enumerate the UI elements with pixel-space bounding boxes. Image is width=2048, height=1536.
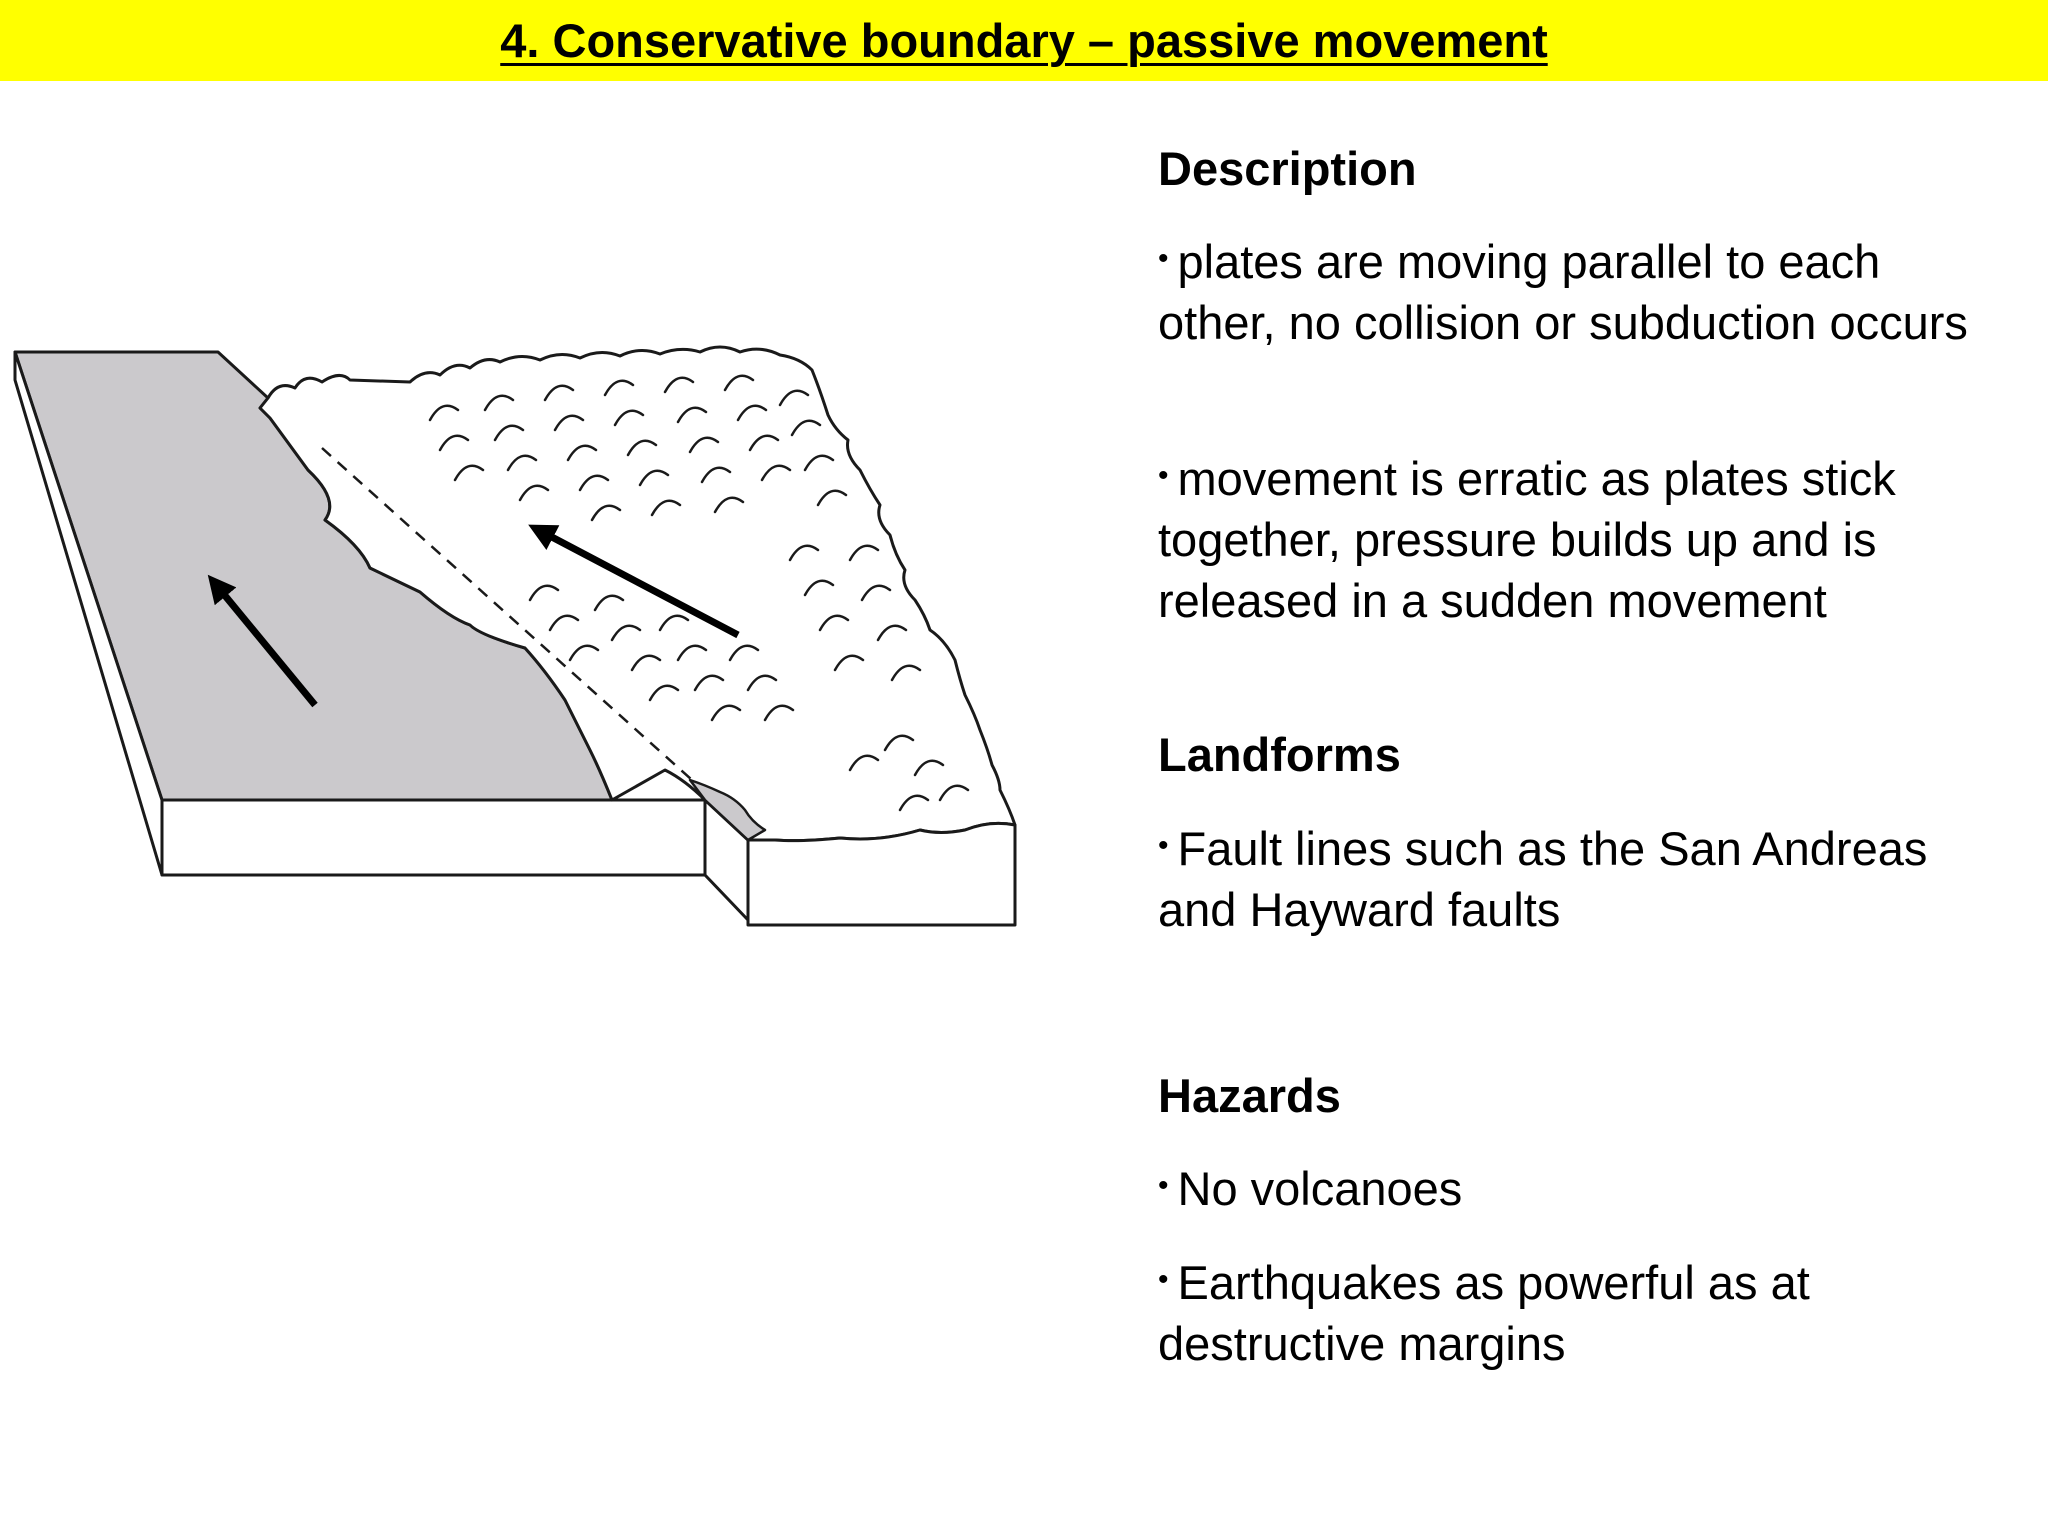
right-plate-cut-notch — [688, 778, 767, 842]
landforms-bullet-1: •Fault lines such as the San Andreas and… — [1158, 815, 1998, 940]
description-bullet-1-text: plates are moving parallel to each other… — [1158, 235, 1968, 349]
right-plate — [258, 345, 1017, 927]
landforms-bullet-1-text: Fault lines such as the San Andreas and … — [1158, 822, 1928, 936]
description-heading: Description — [1158, 142, 1417, 195]
page-title: 4. Conservative boundary – passive movem… — [500, 14, 1548, 67]
left-plate-front — [160, 798, 707, 877]
right-plate-front — [746, 821, 1017, 927]
hazards-bullet-1-text: No volcanoes — [1177, 1162, 1463, 1215]
hazards-bullet-1: •No volcanoes — [1158, 1155, 1998, 1219]
bullet-icon: • — [1158, 1169, 1169, 1202]
landforms-heading: Landforms — [1158, 728, 1401, 781]
hazards-bullet-2-text: Earthquakes as powerful as at destructiv… — [1158, 1256, 1810, 1370]
bullet-icon: • — [1158, 1263, 1169, 1296]
bullet-icon: • — [1158, 242, 1169, 275]
bullet-icon: • — [1158, 829, 1169, 862]
title-bar: 4. Conservative boundary – passive movem… — [0, 0, 2048, 81]
hazards-heading: Hazards — [1158, 1069, 1341, 1122]
description-bullet-2: •movement is erratic as plates stick tog… — [1158, 445, 1998, 631]
hazards-bullet-2: •Earthquakes as powerful as at destructi… — [1158, 1249, 1998, 1374]
description-bullet-2-text: movement is erratic as plates stick toge… — [1158, 452, 1896, 627]
description-bullet-1: •plates are moving parallel to each othe… — [1158, 228, 1998, 353]
right-plate-movement-arrow — [528, 524, 740, 639]
mountain-ridges — [428, 374, 970, 812]
bullet-icon: • — [1158, 459, 1169, 492]
left-plate — [13, 350, 750, 922]
right-plate-surface — [258, 345, 1017, 843]
left-plate-movement-arrow — [207, 574, 318, 708]
plate-boundary-diagram — [13, 345, 1017, 927]
